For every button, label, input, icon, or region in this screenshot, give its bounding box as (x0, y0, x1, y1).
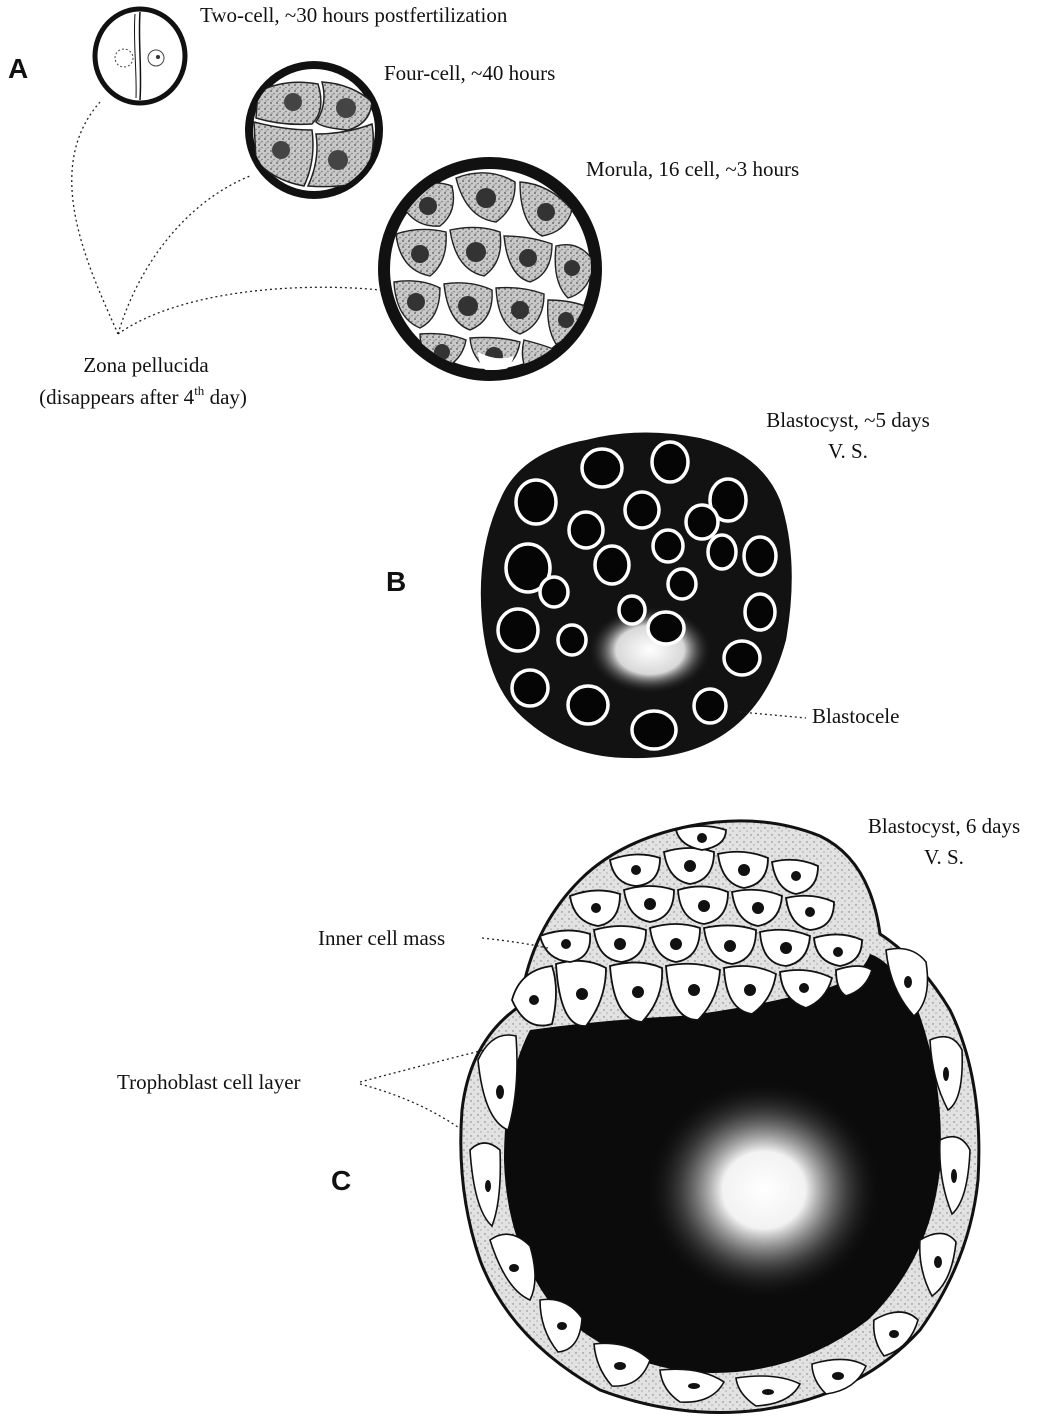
zona-pellucida-note: (disappears after 4th day) (39, 383, 247, 409)
blastocele-label: Blastocele (812, 704, 899, 728)
panel-a: A Two-cell, ~30 hours postfertilization (8, 3, 799, 409)
morula-embryo (378, 157, 602, 381)
blastocyst-6-days-section: V. S. (924, 845, 964, 869)
two-cell-caption: Two-cell, ~30 hours postfertilization (200, 3, 508, 27)
inner-cell-mass-label: Inner cell mass (318, 926, 445, 950)
four-cell-embryo (245, 61, 383, 199)
trophoblast-leader-upper (360, 1050, 484, 1082)
blastocele-leader (740, 712, 806, 718)
blastocyst-6-days (461, 821, 979, 1413)
blastocyst-5-days-section: V. S. (828, 439, 868, 463)
blastocyst-5-days-caption: Blastocyst, ~5 days (766, 408, 930, 432)
panel-c-letter: C (331, 1165, 351, 1196)
morula-caption: Morula, 16 cell, ~3 hours (586, 157, 799, 181)
panel-b-letter: B (386, 566, 406, 597)
four-cell-caption: Four-cell, ~40 hours (384, 61, 555, 85)
trophoblast-leader-lower (360, 1084, 462, 1130)
zona-pellucida-label: Zona pellucida (83, 353, 209, 377)
two-cell-embryo (95, 9, 185, 103)
blastocyst-6-days-caption: Blastocyst, 6 days (868, 814, 1020, 838)
panel-c: C Blastocyst, 6 days V. S. (117, 814, 1020, 1413)
panel-a-letter: A (8, 53, 28, 84)
panel-b: B Blastocyst, ~5 days V. S. (386, 408, 930, 758)
trophoblast-label: Trophoblast cell layer (117, 1070, 301, 1094)
blastocyst-5-days (481, 432, 792, 758)
